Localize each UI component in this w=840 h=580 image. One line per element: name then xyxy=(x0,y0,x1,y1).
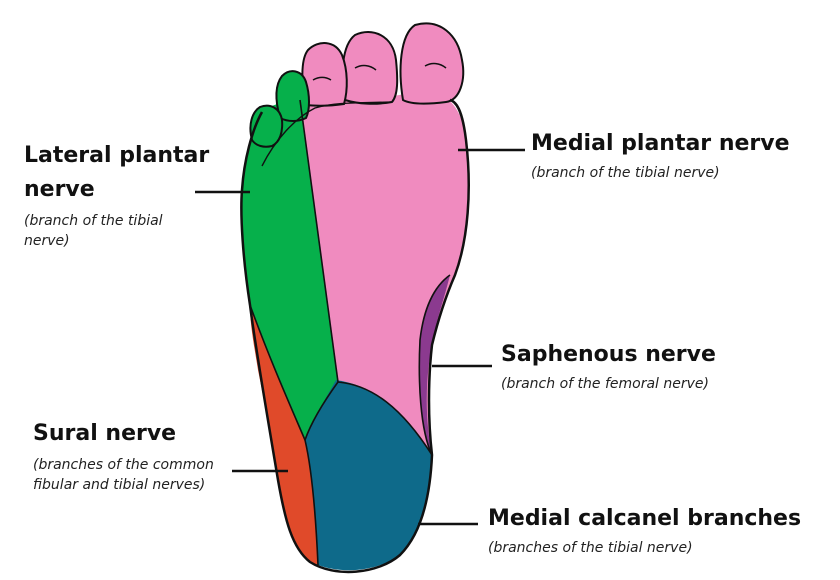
toe-crease xyxy=(424,62,447,69)
medial-plantar-title: Medial plantar nerve xyxy=(531,131,790,156)
sural-region xyxy=(250,305,318,565)
lateral-plantar-title-line2: nerve xyxy=(24,177,95,202)
medial-plantar-subtitle: (branch of the tibial nerve) xyxy=(531,165,720,181)
label-sural: Sural nerve (branches of the common fibu… xyxy=(33,417,253,495)
label-saphenous: Saphenous nerve (branch of the femoral n… xyxy=(501,338,821,394)
medial-calcaneal-subtitle: (branches of the tibial nerve) xyxy=(488,540,693,556)
saphenous-subtitle: (branch of the femoral nerve) xyxy=(501,376,709,392)
region-boundary xyxy=(249,304,306,441)
little-toe xyxy=(249,104,284,148)
region-boundary xyxy=(337,381,433,456)
lateral-plantar-title-line1: Lateral plantar xyxy=(24,143,210,168)
fourth-toe xyxy=(275,70,310,122)
second-toe xyxy=(341,31,399,105)
sural-title: Sural nerve xyxy=(33,421,177,446)
label-lateral-plantar: Lateral plantar nerve (branch of the tib… xyxy=(24,139,214,251)
toe-crease xyxy=(312,76,332,81)
sural-subtitle: (branches of the common fibular and tibi… xyxy=(33,457,214,493)
region-boundary xyxy=(299,99,339,383)
region-boundary xyxy=(418,274,451,456)
medial-calcaneal-title: Medial calcanel branches xyxy=(488,506,802,531)
toe-crease xyxy=(354,64,377,71)
saphenous-title: Saphenous nerve xyxy=(501,342,716,367)
label-medial-plantar: Medial plantar nerve (branch of the tibi… xyxy=(531,127,831,183)
lateral-plantar-subtitle: (branch of the tibial nerve) xyxy=(24,213,163,249)
region-boundary xyxy=(304,381,339,566)
toe-base-line xyxy=(261,101,393,167)
medial-calcaneal-region xyxy=(305,380,432,571)
label-medial-calcaneal: Medial calcanel branches (branches of th… xyxy=(488,502,833,558)
lateral-plantar-region xyxy=(241,100,338,440)
saphenous-region xyxy=(419,275,450,455)
foot-outline xyxy=(240,98,470,574)
